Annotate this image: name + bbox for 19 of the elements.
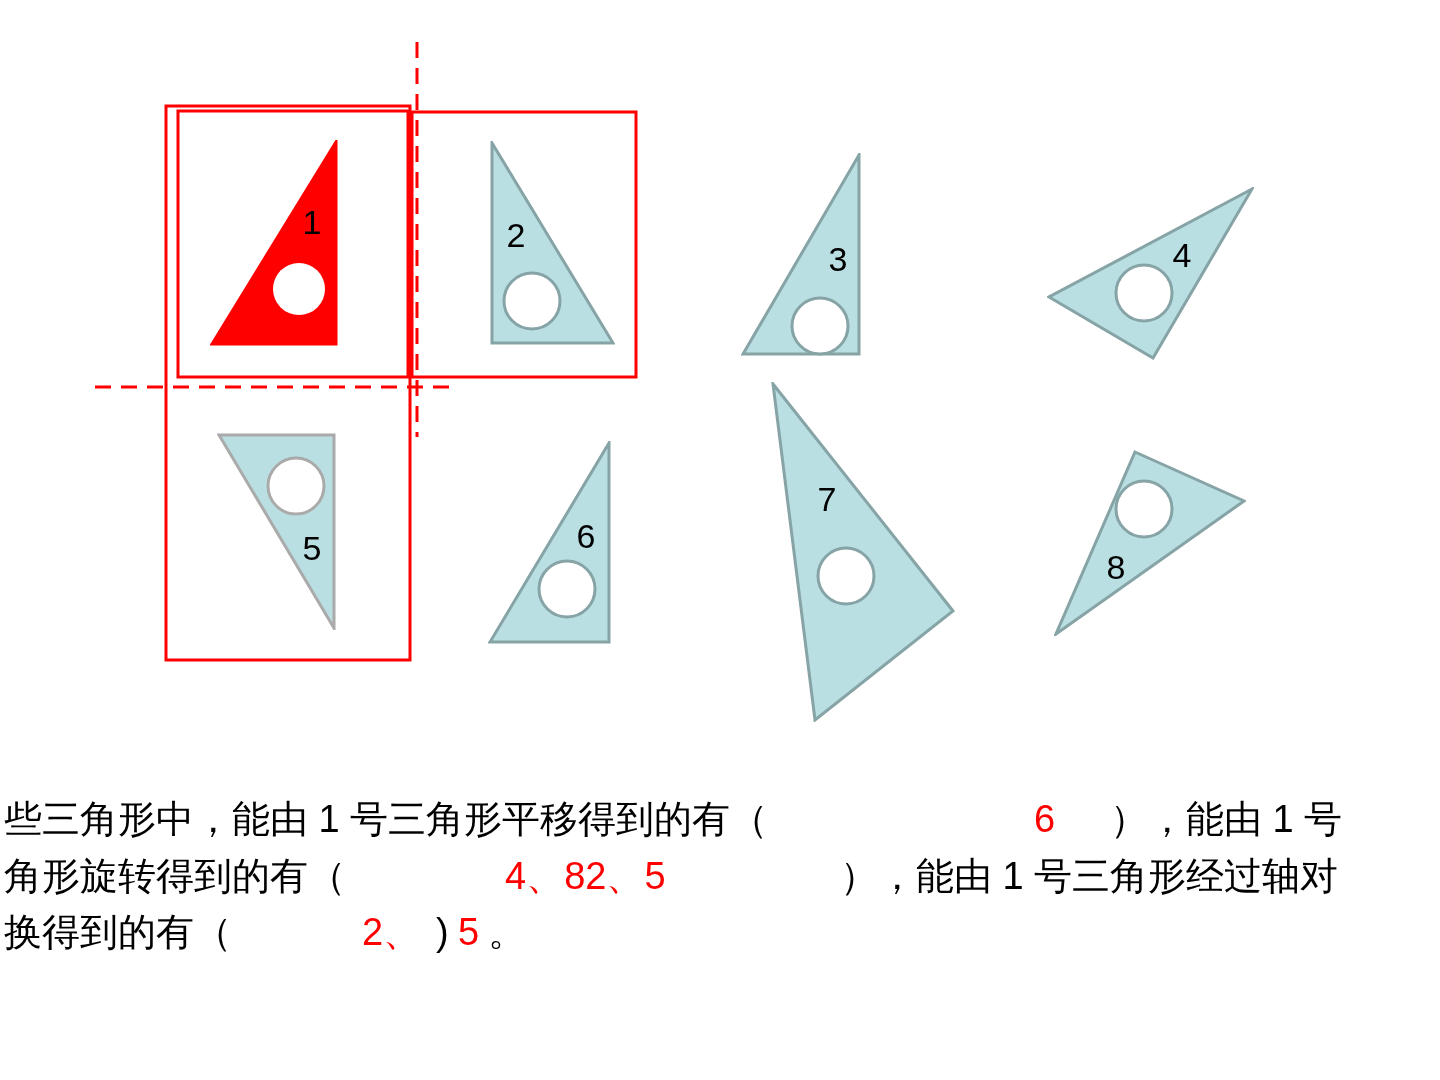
triangle-number: 6: [576, 519, 596, 553]
question-text: ），能由 1 号: [1110, 797, 1343, 842]
triangle-number: 5: [302, 531, 322, 565]
question-text: 。: [488, 910, 526, 955]
answer-text: 2、: [362, 910, 422, 955]
triangle-number: 4: [1172, 238, 1192, 272]
question-text: 换得到的有（: [4, 910, 232, 955]
triangle-number: 7: [817, 482, 837, 516]
triangle-number: 8: [1106, 550, 1126, 584]
question-text: ），能由 1 号三角形经过轴对: [840, 854, 1339, 899]
triangle-number: 1: [302, 205, 322, 239]
answer-text: 4、82、5: [505, 854, 666, 899]
question-text: ): [436, 910, 449, 955]
answer-text: 6: [1034, 797, 1056, 842]
question-text: 些三角形中，能由 1 号三角形平移得到的有（: [4, 797, 769, 842]
question-text: 角形旋转得到的有（: [4, 854, 346, 899]
triangle-number: 3: [828, 242, 848, 276]
answer-text: 5: [458, 910, 480, 955]
triangle-number: 2: [506, 218, 526, 252]
